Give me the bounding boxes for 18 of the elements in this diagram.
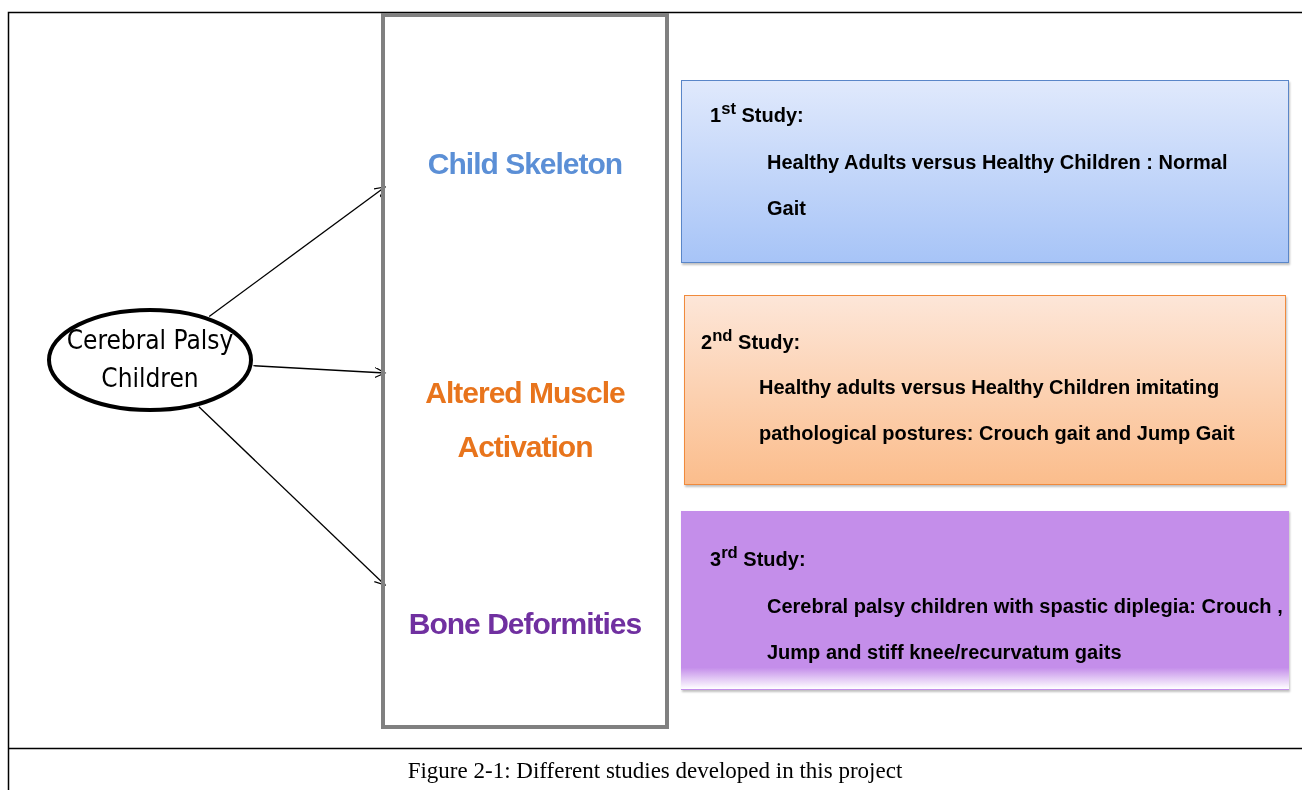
category-label: Altered Muscle Activation	[385, 365, 665, 475]
study-description: Cerebral palsy children with spastic diplegia: Crouch , Jump and stiff knee/recurvatum gaits	[767, 594, 1284, 665]
node-label: Cerebral Palsy Children	[66, 324, 234, 395]
category-label: Child Skeleton	[385, 142, 665, 186]
category-label: Bone Deformities	[385, 602, 665, 646]
study-description: Healthy adults versus Healthy Children imitating pathological postures: Crouch gait and Jump Gait	[759, 375, 1236, 446]
study-box	[684, 295, 1286, 485]
study-heading: 2$^{nd}$ Study:	[701, 326, 801, 354]
study-heading: 3$^{rd}$ Study:	[710, 543, 806, 571]
figure-caption: Figure 2-1: Different studies developed in this project	[406, 758, 904, 784]
group-box	[381, 13, 669, 729]
study-box	[681, 80, 1289, 263]
ellipse-node	[46, 307, 254, 413]
arrow	[198, 406, 386, 586]
study-description: Healthy Adults versus Healthy Children : Normal Gait	[767, 150, 1229, 221]
arrow	[208, 186, 386, 318]
study-heading: 1$^{st}$ Study:	[710, 99, 804, 127]
study-box	[681, 510, 1289, 690]
